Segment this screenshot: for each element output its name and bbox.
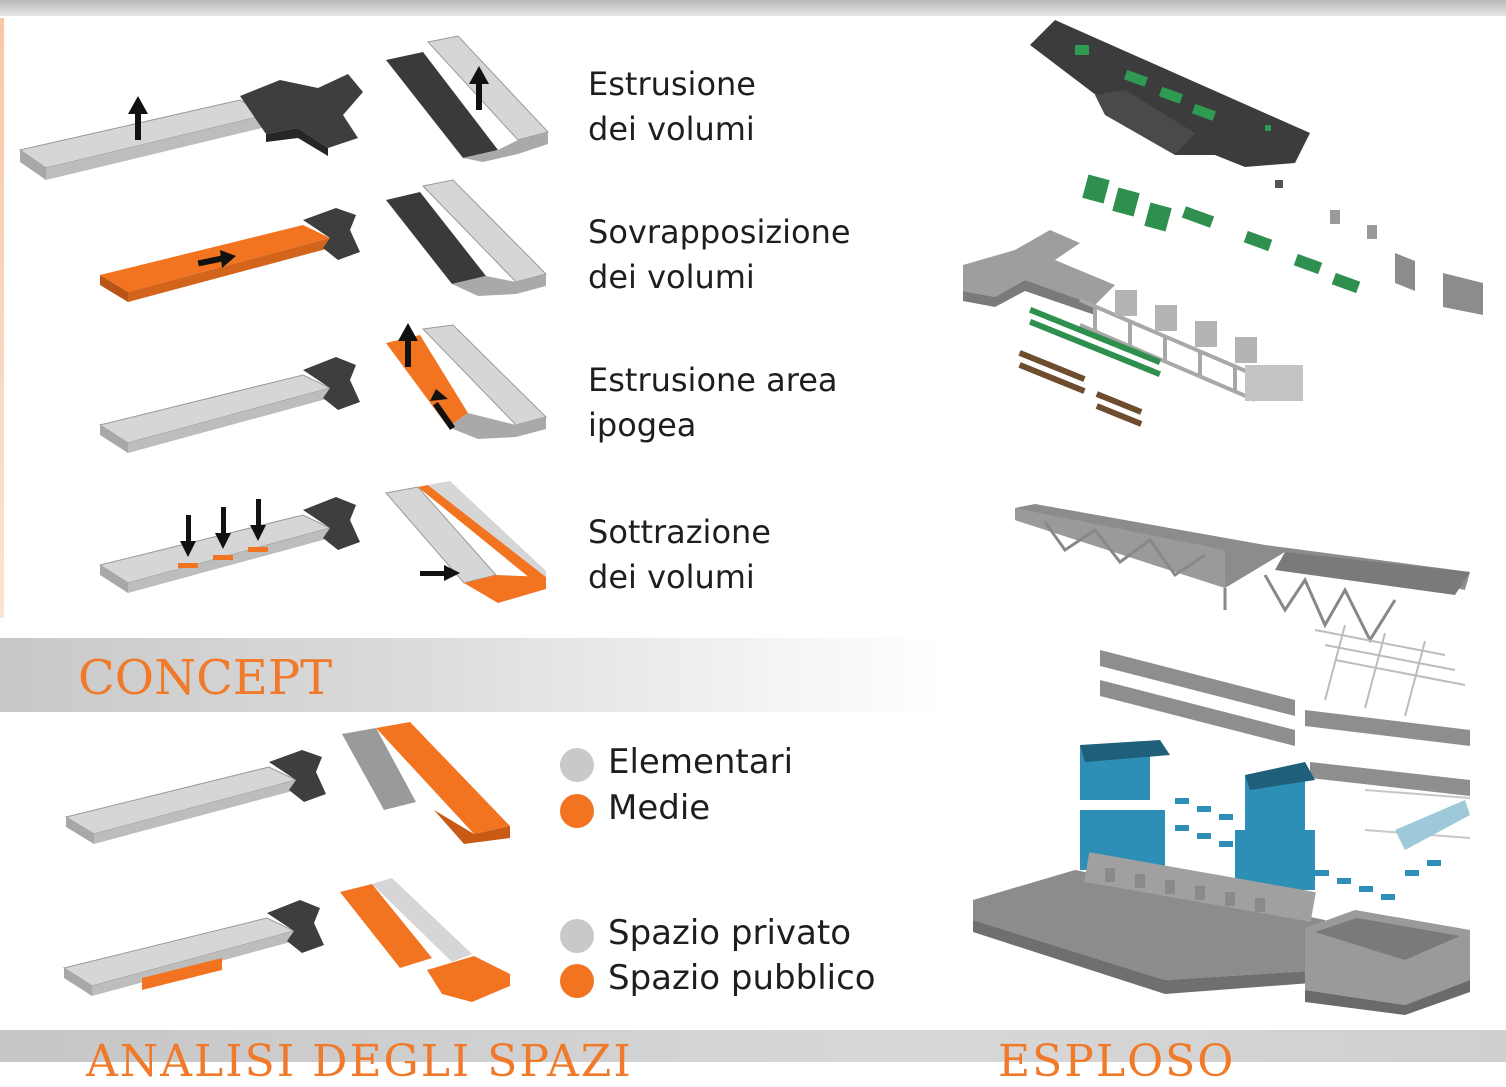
- step3-label-line2: ipogea: [588, 406, 697, 444]
- step4-diagram: [98, 481, 546, 603]
- top-band: [0, 0, 1506, 16]
- exploded-axo-lower: [973, 504, 1471, 1015]
- legend-spazio-privato-label: Spazio privato: [608, 913, 851, 953]
- levels-diagram: [64, 722, 510, 844]
- step2-label-line1: Sovrapposizione: [588, 213, 851, 251]
- concept-band: [0, 638, 940, 712]
- concept-title: CONCEPT: [78, 650, 333, 706]
- step1-label-line1: Estrusione: [588, 65, 756, 103]
- step1-diagram: [18, 35, 549, 180]
- legend-dot-gray-2: [560, 919, 594, 953]
- legend-dot-orange-2: [560, 964, 594, 998]
- step2-label-line2: dei volumi: [588, 258, 755, 296]
- step4-label: Sottrazione dei volumi: [588, 510, 771, 600]
- step2-diagram: [100, 179, 547, 302]
- left-accent-line: [0, 18, 4, 618]
- step3-label: Estrusione area ipogea: [588, 358, 838, 448]
- space-diagram: [62, 878, 510, 1002]
- bottom-band: [0, 1030, 1506, 1062]
- legend-spazio-pubblico-label: Spazio pubblico: [608, 958, 876, 998]
- step3-label-line1: Estrusione area: [588, 361, 838, 399]
- step2-label: Sovrapposizione dei volumi: [588, 210, 851, 300]
- legend-elementari-label: Elementari: [608, 742, 794, 782]
- step3-diagram: [98, 323, 547, 453]
- step4-label-line2: dei volumi: [588, 558, 755, 596]
- legend-medie-label: Medie: [608, 788, 711, 828]
- exploded-axo-upper: [963, 20, 1483, 427]
- legend-dot-gray: [560, 748, 594, 782]
- step1-label-line2: dei volumi: [588, 110, 755, 148]
- step4-label-line1: Sottrazione: [588, 513, 771, 551]
- legend-dot-orange: [560, 794, 594, 828]
- step1-label: Estrusione dei volumi: [588, 62, 756, 152]
